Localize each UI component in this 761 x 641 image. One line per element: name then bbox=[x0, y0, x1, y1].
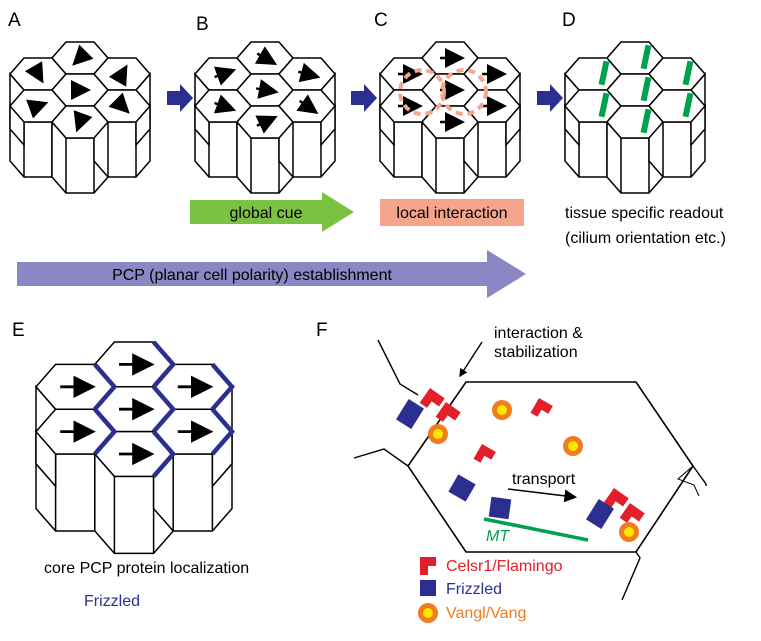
legend-frizzled-icon bbox=[420, 580, 436, 596]
interaction-label-1: interaction & bbox=[494, 325, 583, 342]
celsr-icon bbox=[419, 388, 445, 408]
readout-line-2: (cilium orientation etc.) bbox=[565, 230, 726, 247]
pcp-establishment-label: PCP (planar cell polarity) establishment bbox=[112, 267, 392, 284]
local-interaction-label: local interaction bbox=[396, 205, 507, 222]
transport-arrow bbox=[507, 488, 578, 503]
microtubule bbox=[483, 517, 589, 542]
readout-line-1: tissue specific readout bbox=[565, 205, 724, 222]
tissue-block-a bbox=[9, 41, 151, 194]
transport-label: transport bbox=[512, 471, 576, 488]
progression-arrow-cd bbox=[537, 84, 563, 112]
cilium-mark bbox=[640, 108, 652, 134]
cilium-mark bbox=[682, 60, 694, 86]
frizzled-edge bbox=[151, 340, 177, 389]
frizzled-icon bbox=[586, 499, 614, 529]
polarity-arrow bbox=[255, 79, 279, 99]
interaction-label-2: stabilization bbox=[494, 344, 578, 361]
cilium-mark bbox=[598, 92, 610, 118]
polarity-arrow bbox=[108, 64, 128, 87]
local-interaction-box: local interaction bbox=[380, 199, 524, 226]
polarity-arrow bbox=[73, 110, 93, 133]
frizzled-edge bbox=[151, 385, 177, 434]
global-cue-arrow: global cue bbox=[190, 192, 354, 232]
panel-label-f: F bbox=[316, 320, 328, 341]
polarity-arrow bbox=[26, 99, 49, 119]
pcp-establishment-arrow: PCP (planar cell polarity) establishment bbox=[17, 250, 526, 298]
panel-e-caption: core PCP protein localization bbox=[44, 560, 249, 577]
progression-arrow-ab bbox=[167, 84, 193, 112]
frizzled-edge bbox=[93, 407, 118, 456]
legend-vangl-label: Vangl/Vang bbox=[446, 605, 526, 622]
right-membrane-complex bbox=[586, 488, 645, 542]
cilium-mark bbox=[640, 44, 652, 70]
tissue-block-e bbox=[35, 340, 235, 555]
polarity-arrow bbox=[297, 62, 321, 83]
frizzled-icon bbox=[488, 496, 512, 520]
local-interaction-ring bbox=[440, 68, 488, 116]
frizzled-icon bbox=[396, 399, 424, 429]
polarity-arrow bbox=[213, 94, 237, 114]
frizzled-edge bbox=[93, 362, 118, 411]
polarity-arrow bbox=[254, 46, 278, 66]
celsr-icon bbox=[603, 488, 629, 508]
interaction-arrow bbox=[459, 341, 483, 378]
cilium-mark bbox=[640, 76, 652, 102]
legend-celsr-icon bbox=[420, 557, 436, 575]
panel-label-b: B bbox=[196, 14, 209, 35]
frizzled-edge bbox=[210, 407, 235, 456]
celsr-icon bbox=[619, 503, 645, 523]
polarity-arrow bbox=[72, 44, 94, 66]
celsr-icon bbox=[530, 398, 553, 417]
celsr-icon bbox=[435, 402, 461, 422]
panel-label-d: D bbox=[562, 10, 576, 31]
polarity-arrow bbox=[24, 61, 44, 84]
left-membrane-complex bbox=[396, 388, 461, 444]
polarity-arrow bbox=[296, 94, 319, 115]
frizzled-edge bbox=[210, 362, 235, 411]
panel-label-e: E bbox=[12, 320, 25, 341]
legend-celsr-label: Celsr1/Flamingo bbox=[446, 558, 563, 575]
frizzled-icon bbox=[448, 474, 476, 502]
local-interaction-ring bbox=[398, 68, 446, 116]
tissue-block-d bbox=[564, 41, 706, 194]
mt-label: MT bbox=[486, 528, 510, 545]
tissue-block-c bbox=[379, 41, 521, 194]
frizzled-edge bbox=[151, 430, 177, 478]
legend: Celsr1/Flamingo Frizzled Vangl/Vang bbox=[418, 557, 563, 623]
frizzled-label: Frizzled bbox=[84, 593, 140, 610]
global-cue-label: global cue bbox=[230, 205, 303, 222]
legend-frizzled-label: Frizzled bbox=[446, 581, 502, 598]
polarity-arrow bbox=[213, 66, 237, 86]
panel-f-cell: interaction & stabilization bbox=[353, 325, 707, 601]
panel-label-a: A bbox=[8, 10, 21, 31]
celsr-icon bbox=[473, 444, 496, 463]
polarity-arrow bbox=[108, 92, 130, 114]
polarity-arrow bbox=[255, 115, 278, 134]
cilium-mark bbox=[598, 60, 610, 86]
cilium-mark bbox=[682, 92, 694, 118]
tissue-block-b bbox=[194, 41, 336, 194]
panel-label-c: C bbox=[374, 10, 388, 31]
progression-arrow-bc bbox=[351, 84, 377, 112]
